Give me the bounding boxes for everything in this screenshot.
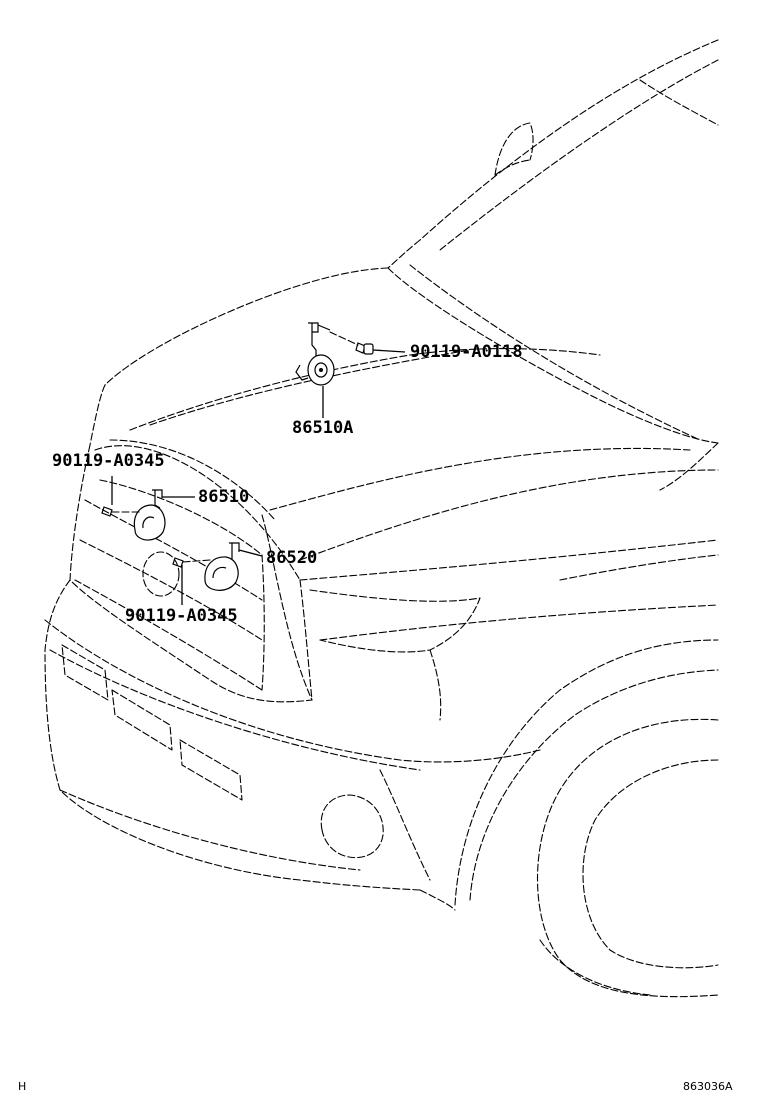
label-86510A: 86510A [292,418,354,438]
horn-86510A [295,322,335,418]
round-lamp [142,551,180,597]
label-90119-A0345-lower: 90119-A0345 [125,606,238,626]
label-86510: 86510 [198,487,250,507]
bolt-90119-A0345-upper [101,506,141,517]
footer-left-code: H [18,1080,27,1093]
label-90119-A0345-upper: 90119-A0345 [52,451,165,471]
bolt-90119-A0345-lower [172,557,211,568]
label-90119-A0118: 90119-A0118 [410,342,523,362]
footer-diagram-number: 863036A [683,1080,733,1093]
horn-86510 [111,476,195,541]
bolt-90119-A0118 [329,331,406,355]
vehicle-outline [44,39,719,998]
label-86520: 86520 [266,548,318,568]
horn-86520 [181,542,263,605]
